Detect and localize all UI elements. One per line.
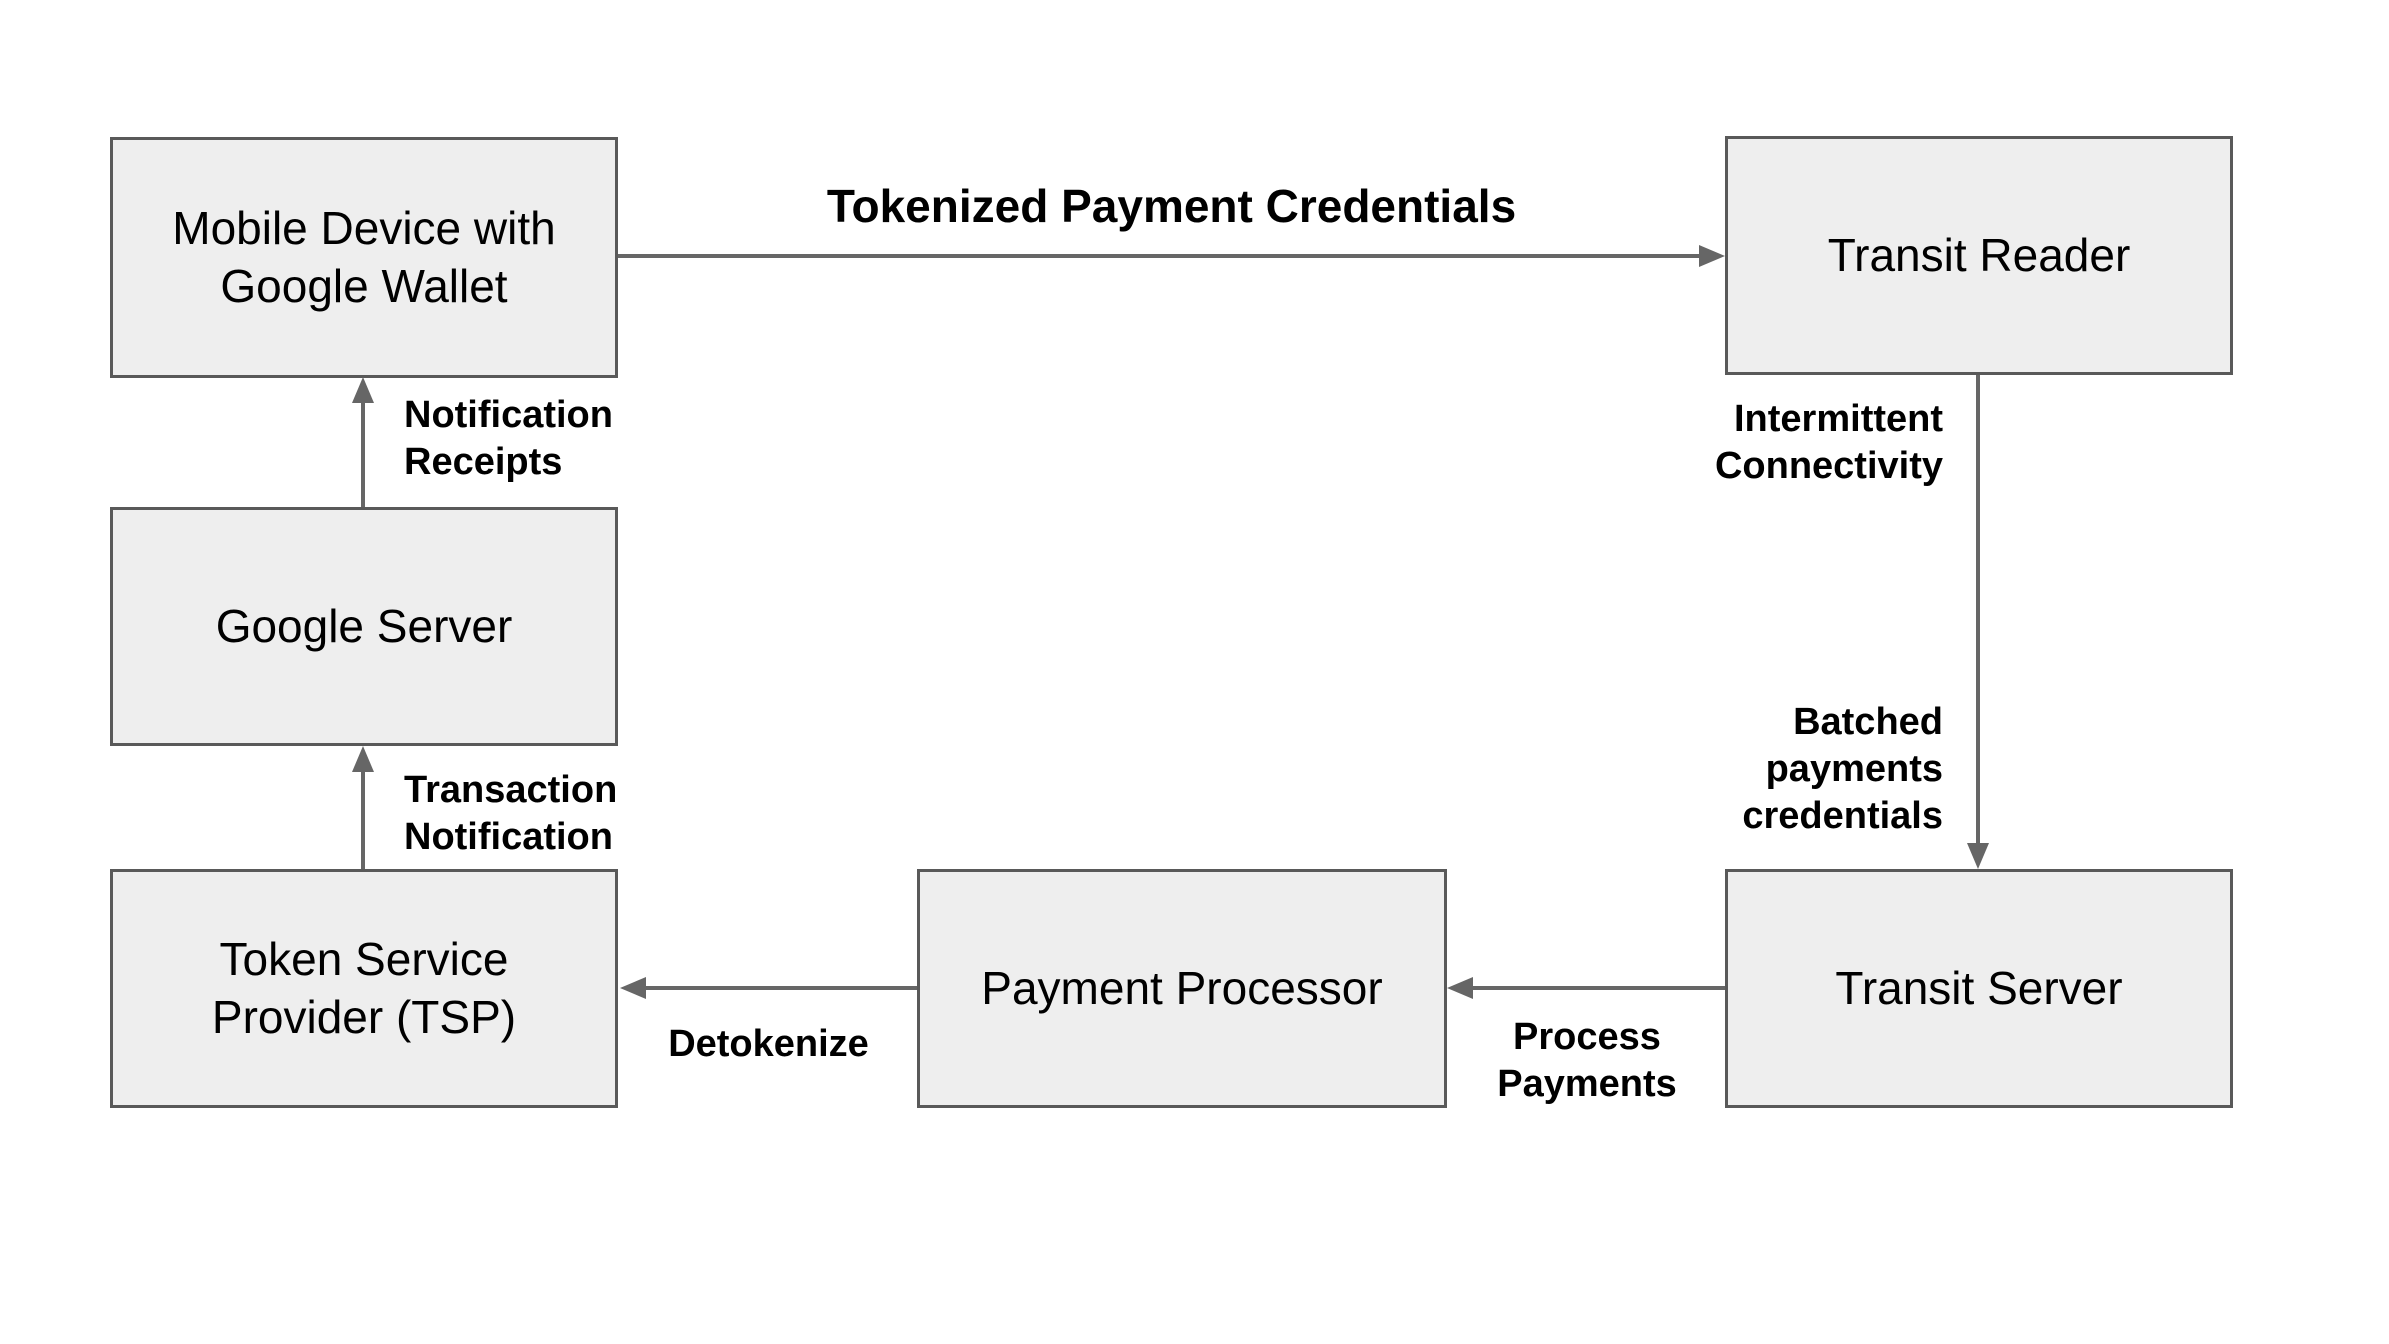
edge-label-notification-receipts: Notification Receipts bbox=[404, 394, 613, 484]
edge-label-process-payments: Process Payments bbox=[1497, 1016, 1677, 1106]
node-mobile-device-google-wallet: Mobile Device with Google Wallet bbox=[110, 137, 618, 378]
arrowhead-left-icon bbox=[1447, 977, 1473, 999]
edge-label-detokenize: Detokenize bbox=[668, 1023, 869, 1065]
arrowhead-right-icon bbox=[1699, 245, 1725, 267]
edge-label-intermittent-connectivity: Intermittent Connectivity bbox=[1714, 398, 1943, 488]
node-label: Google Server bbox=[215, 599, 513, 652]
node-payment-processor: Payment Processor bbox=[917, 869, 1447, 1108]
node-token-service-provider: Token Service Provider (TSP) bbox=[110, 869, 618, 1108]
edge-detokenize-line bbox=[646, 986, 917, 990]
node-label: Transit Server bbox=[1835, 961, 2123, 1014]
node-label: Payment Processor bbox=[981, 961, 1383, 1014]
node-transit-reader: Transit Reader bbox=[1725, 136, 2233, 375]
edge-label-tokenized-payment-credentials: Tokenized Payment Credentials bbox=[826, 180, 1517, 232]
edge-process-payments-line bbox=[1473, 986, 1725, 990]
edge-tokenized-payment-credentials-line bbox=[618, 254, 1699, 258]
arrowhead-left-icon bbox=[620, 977, 646, 999]
node-label: Mobile Device with Google Wallet bbox=[172, 202, 556, 312]
arrowhead-down-icon bbox=[1967, 843, 1989, 869]
edge-label-batched-payments-credentials: Batched payments credentials bbox=[1742, 701, 1943, 838]
edge-reader-to-transit-server-line bbox=[1976, 375, 1980, 843]
node-google-server: Google Server bbox=[110, 507, 618, 746]
node-transit-server: Transit Server bbox=[1725, 869, 2233, 1108]
edge-label-transaction-notification: Transaction Notification bbox=[404, 769, 618, 859]
arrowhead-up-icon bbox=[352, 746, 374, 772]
edge-transaction-notification-line bbox=[361, 772, 365, 869]
node-label: Transit Reader bbox=[1827, 228, 2131, 281]
edge-notification-receipts-line bbox=[361, 403, 365, 507]
arrowhead-up-icon bbox=[352, 377, 374, 403]
node-label: Token Service Provider (TSP) bbox=[211, 933, 517, 1043]
